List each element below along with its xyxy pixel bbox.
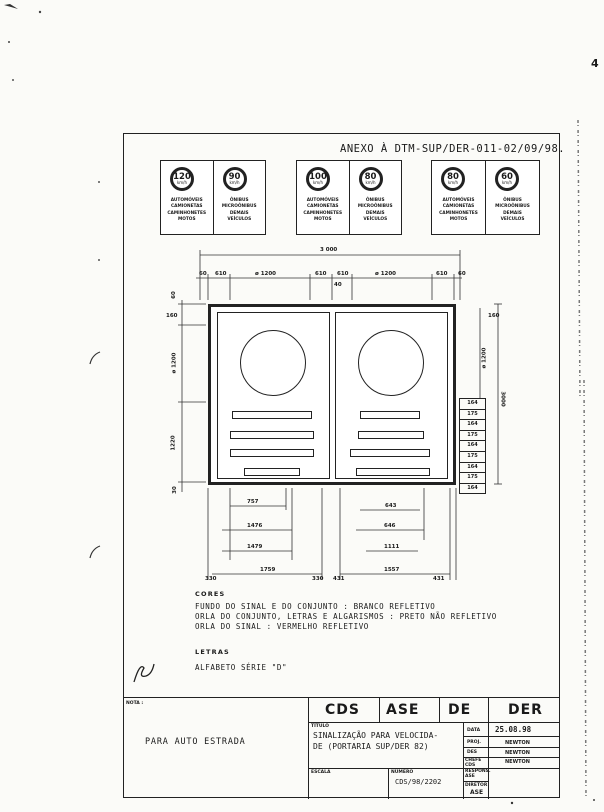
text-bar <box>232 411 312 419</box>
dim-bottom: 1557 <box>384 567 400 573</box>
dim-top: 610 <box>436 271 448 277</box>
nota-text: PARA AUTO ESTRADA <box>145 737 246 747</box>
page-number: 4 <box>591 57 599 70</box>
cores-heading: CORES <box>195 590 226 598</box>
numero-value: CDS/98/2202 <box>395 778 442 786</box>
dim-right-top: 160 <box>488 313 500 319</box>
numero-label: NÚMERO <box>391 770 414 775</box>
titulo-label: TÍTULO <box>311 724 329 729</box>
letras-heading: LETRAS <box>195 648 230 656</box>
text-bar <box>230 431 314 439</box>
text-bar <box>358 431 424 439</box>
dim-edge: 330 <box>312 576 324 582</box>
drawing-frame <box>123 133 560 798</box>
dim-left: 30 <box>171 486 178 494</box>
respons-label: RESPONS. ASE <box>465 769 491 779</box>
dim-bottom: 646 <box>384 523 396 529</box>
dim-right-dia: ø 1200 <box>481 347 488 369</box>
data-value: 25.08.98 <box>495 725 532 734</box>
des-value: NEWTON <box>505 750 530 756</box>
escala-label: ESCALA <box>311 770 331 775</box>
chefe-value: NEWTON <box>505 759 530 765</box>
dim-edge: 431 <box>333 576 345 582</box>
dim-top: 60 <box>458 271 466 277</box>
proj-value: NEWTON <box>505 740 530 746</box>
org-ase: ASE <box>386 702 420 718</box>
dim-top: 60 <box>199 271 207 277</box>
dim-edge: 431 <box>433 576 445 582</box>
dim-bottom: 757 <box>247 499 259 505</box>
proj-label: PROJ. <box>467 740 481 745</box>
diretor-value: ASE <box>470 789 484 796</box>
dim-top: 610 <box>215 271 227 277</box>
org-der: DER <box>508 702 543 718</box>
dim-top: ø 1200 <box>255 271 277 277</box>
cores-line: ORLA DO CONJUNTO, LETRAS E ALGARISMOS : … <box>195 612 497 621</box>
cores-line: FUNDO DO SINAL E DO CONJUNTO : BRANCO RE… <box>195 602 436 611</box>
dim-total-height: 3000 <box>499 391 506 407</box>
dim-total-width: 3 000 <box>320 247 338 253</box>
dim-bottom: 1476 <box>247 523 263 529</box>
dim-bottom: 1479 <box>247 544 263 550</box>
text-bar <box>350 449 430 457</box>
dim-bottom: 1111 <box>384 544 400 550</box>
speed-circle <box>240 330 306 396</box>
sign-panel-right <box>335 312 448 479</box>
dim-left: 60 <box>170 291 177 299</box>
org-de: DE <box>448 702 472 718</box>
org-cds: CDS <box>325 702 360 718</box>
text-bar <box>230 449 314 457</box>
dim-left: ø 1200 <box>171 352 178 374</box>
diretor-label: DIRETOR <box>465 783 488 788</box>
dim-top: 610 <box>337 271 349 277</box>
sign-panel-left <box>217 312 330 479</box>
text-bar <box>356 468 430 476</box>
dim-top: ø 1200 <box>375 271 397 277</box>
titulo-line-1: SINALIZAÇÃO PARA VELOCIDA- <box>313 731 439 740</box>
data-label: DATA <box>467 728 481 733</box>
chefe-label: CHEFE CDS <box>465 758 482 768</box>
annex-reference: ANEXO À DTM-SUP/DER-011-02/09/98. <box>340 143 566 155</box>
dim-edge: 330 <box>205 576 217 582</box>
text-bar <box>360 411 420 419</box>
dim-gap: 40 <box>334 282 342 288</box>
dim-left: 160 <box>166 313 178 319</box>
dim-bottom: 643 <box>385 503 397 509</box>
nota-label: NOTA : <box>126 701 144 706</box>
dim-top: 610 <box>315 271 327 277</box>
text-bar <box>244 468 300 476</box>
sign-drawing <box>208 304 456 485</box>
cores-line: ORLA DO SINAL : VERMELHO REFLETIVO <box>195 622 369 631</box>
title-block: NOTA : PARA AUTO ESTRADA CDS ASE DE DER … <box>123 697 560 799</box>
signature <box>133 663 155 683</box>
titulo-line-2: DE (PORTARIA SUP/DER 82) <box>313 742 429 751</box>
dim-bottom: 1759 <box>260 567 276 573</box>
letras-line: ALFABETO SÉRIE "D" <box>195 663 288 672</box>
des-label: DES <box>467 750 478 755</box>
speed-circle <box>358 330 424 396</box>
dim-left: 1220 <box>170 435 177 451</box>
